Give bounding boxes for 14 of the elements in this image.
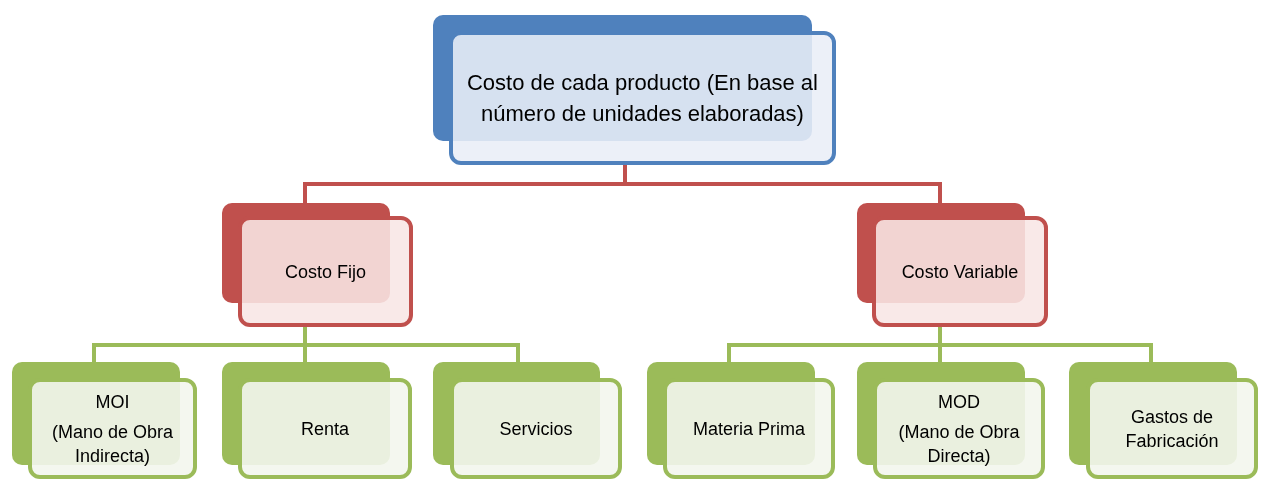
box-label: (Mano de Obra Directa) [897,420,1021,468]
connector-line [623,165,942,203]
box-label: Materia Prima [693,417,805,441]
box-label: Gastos de Fabricación [1124,405,1220,453]
box-label: Costo Fijo [285,260,366,284]
connector-line [303,327,520,362]
box-label: Servicios [499,417,573,441]
box-label: Renta [300,417,349,441]
connector-line [938,327,1153,362]
box-label: Costo de cada producto (En base al número de unidades elaboradas) [466,69,819,128]
box-label: Costo Variable [901,260,1019,284]
box-label: (Mano de Obra Indirecta) [50,420,175,468]
box-label: MOI [95,390,130,414]
box-label: MOD [938,390,980,414]
